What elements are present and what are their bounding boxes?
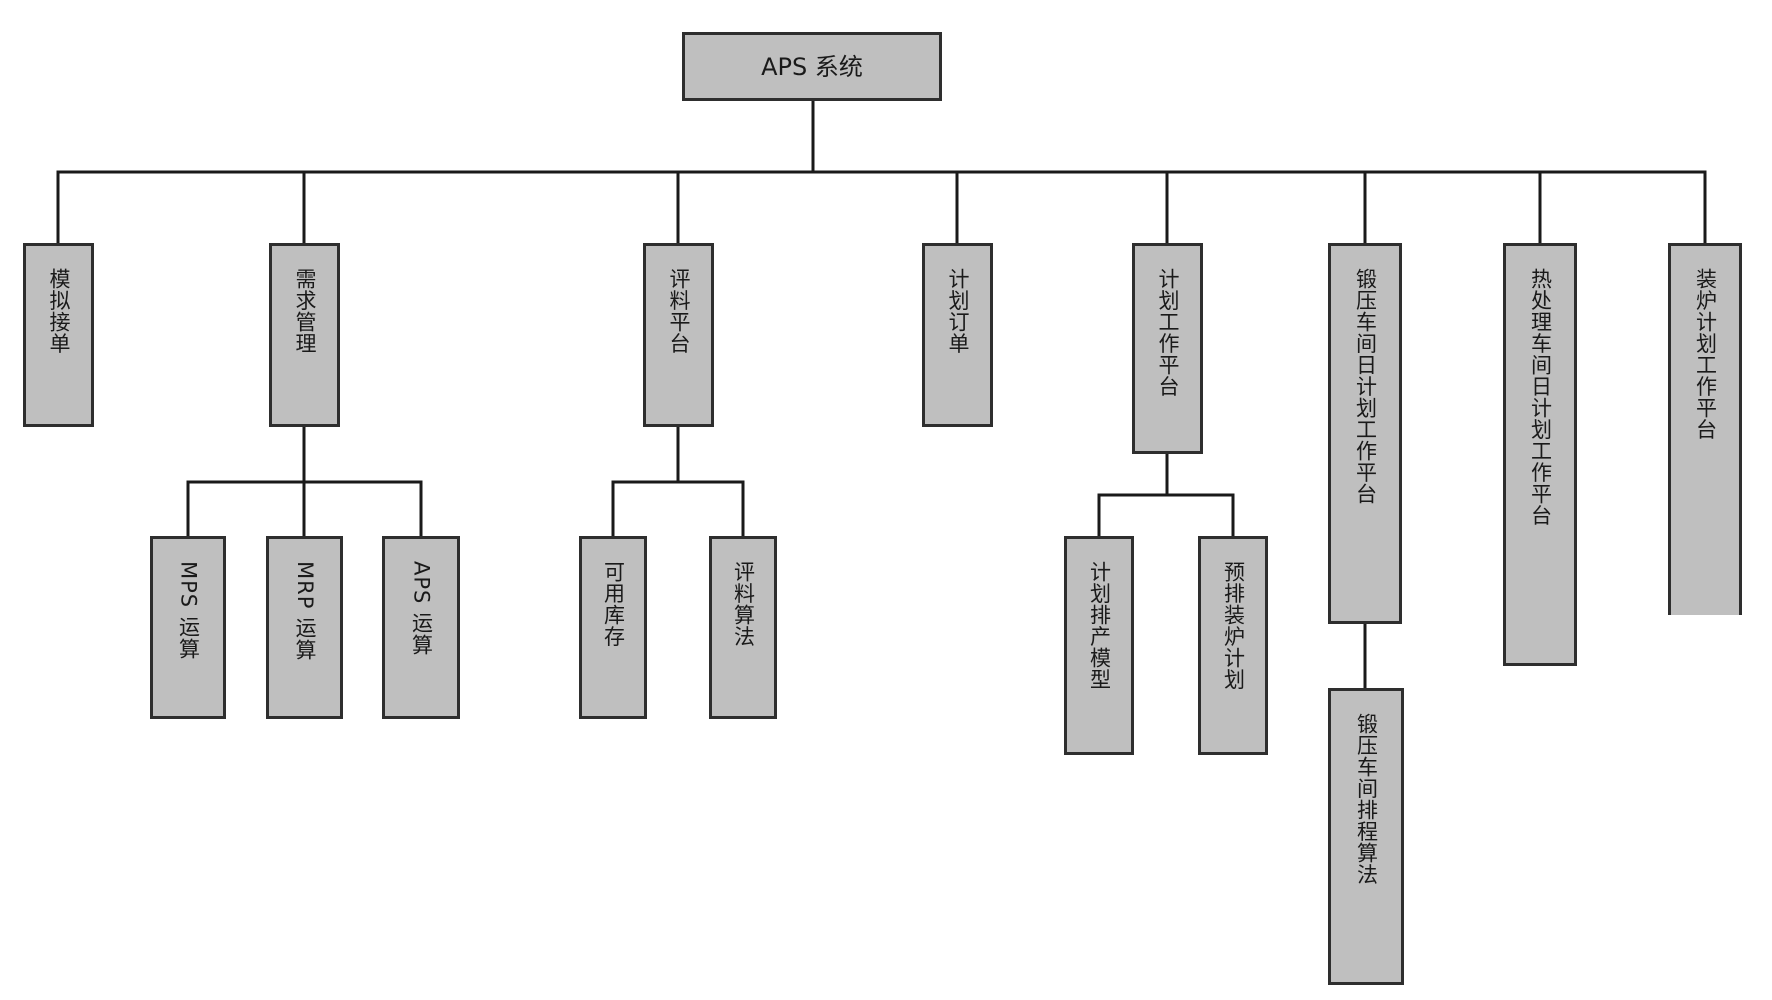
- node-label: 锻压车间日计划工作平台: [1353, 268, 1378, 505]
- node-label: 锻压车间排程算法: [1354, 713, 1379, 885]
- node-available-inventory: 可用库存: [579, 536, 647, 719]
- node-label: 预排装炉计划: [1221, 561, 1246, 690]
- node-mps-calculation: MPS 运算: [150, 536, 226, 719]
- node-label: MPS 运算: [176, 561, 201, 660]
- node-label: 模拟接单: [47, 268, 71, 354]
- root-label: APS 系统: [761, 52, 863, 81]
- node-demand-management: 需求管理: [269, 243, 340, 427]
- node-forging-scheduling-algorithm: 锻压车间排程算法: [1328, 688, 1404, 985]
- node-heat-treatment-daily-plan-workbench: 热处理车间日计划工作平台: [1503, 243, 1577, 666]
- node-label: MRP 运算: [293, 561, 317, 662]
- node-label: 评料算法: [731, 561, 756, 647]
- node-simulated-order: 模拟接单: [23, 243, 94, 427]
- node-label: 计划排产模型: [1087, 561, 1112, 690]
- node-aps-calculation: APS 运算: [382, 536, 460, 719]
- node-label: 可用库存: [601, 561, 626, 647]
- node-material-evaluation-platform: 评料平台: [643, 243, 714, 427]
- node-forging-daily-plan-workbench: 锻压车间日计划工作平台: [1328, 243, 1402, 624]
- node-planned-order: 计划订单: [922, 243, 993, 427]
- node-label: 热处理车间日计划工作平台: [1528, 268, 1553, 526]
- node-label: APS 运算: [409, 561, 434, 657]
- node-label: 计划工作平台: [1156, 268, 1180, 397]
- node-scheduling-model: 计划排产模型: [1064, 536, 1134, 755]
- node-mrp-calculation: MRP 运算: [266, 536, 343, 719]
- root-node: APS 系统: [682, 32, 942, 101]
- node-furnace-loading-plan-workbench: 装炉计划工作平台: [1668, 243, 1742, 615]
- node-label: 装炉计划工作平台: [1693, 268, 1718, 440]
- node-planning-workbench: 计划工作平台: [1132, 243, 1203, 454]
- node-label: 需求管理: [293, 268, 317, 354]
- node-material-evaluation-algorithm: 评料算法: [709, 536, 777, 719]
- node-pre-furnace-loading-plan: 预排装炉计划: [1198, 536, 1268, 755]
- node-label: 计划订单: [946, 268, 970, 354]
- node-label: 评料平台: [667, 268, 691, 354]
